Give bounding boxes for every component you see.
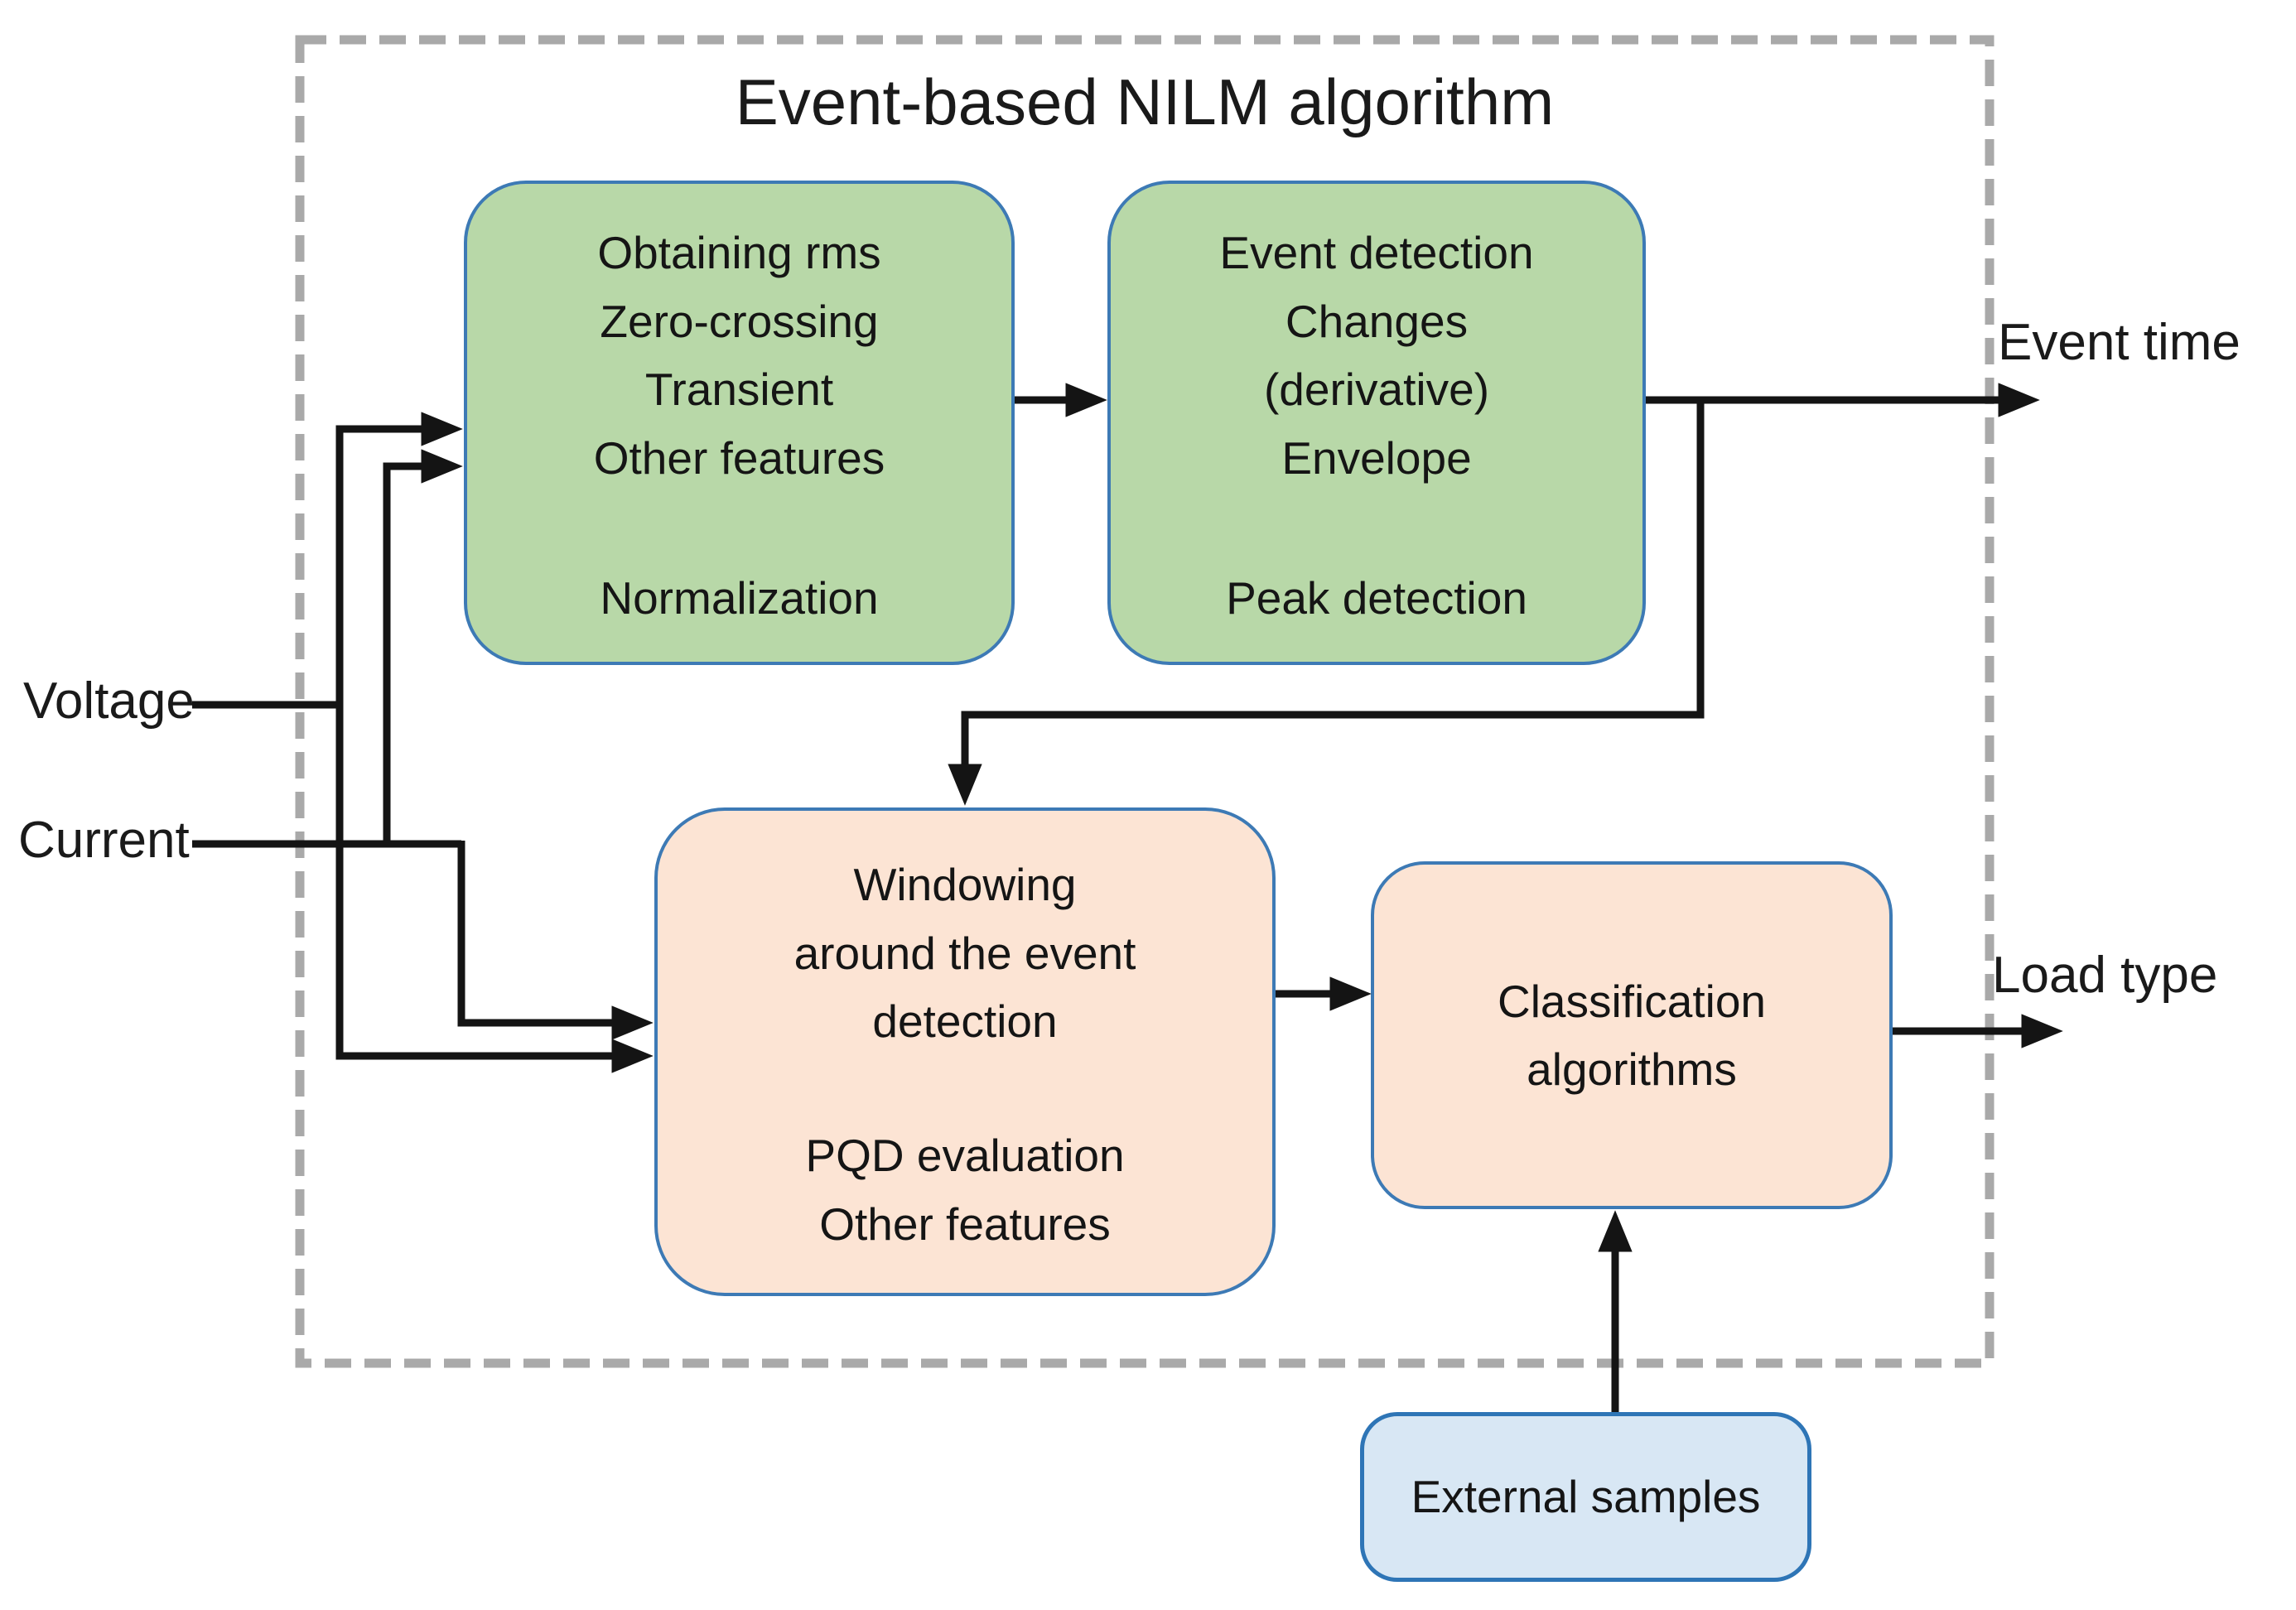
box-text-line: Envelope — [1281, 431, 1472, 484]
current-to-feature-arrow — [383, 449, 463, 844]
external-samples-box: External samples — [1360, 1412, 1811, 1582]
box-text-line: External samples — [1411, 1471, 1761, 1523]
windowing-top-lines: Windowing around the event detection — [666, 851, 1264, 1056]
box-text-line: Transient — [644, 364, 834, 415]
box-text-line: (derivative) — [1263, 364, 1490, 415]
external-samples-lines: External samples — [1372, 1463, 1799, 1531]
box-text-line: Event detection — [1219, 227, 1534, 278]
feature-extraction-bottom-lines: Normalization — [475, 564, 1003, 633]
box-text-line: detection — [872, 995, 1058, 1047]
box-text-line: around the event — [793, 927, 1136, 979]
event-time-output-label: Event time — [1998, 314, 2241, 371]
windowing-box: Windowing around the event detection PQD e… — [654, 807, 1276, 1296]
box-text-line: algorithms — [1527, 1044, 1737, 1095]
event-detection-bottom-lines: Peak detection — [1119, 564, 1634, 633]
box-text-line: Classification — [1497, 975, 1766, 1027]
load-type-output-label: Load type — [1992, 947, 2218, 1004]
box-text-line: PQD evaluation — [805, 1130, 1125, 1181]
voltage-to-windowing-arrow — [335, 701, 654, 1073]
box-text-line: Zero-crossing — [600, 295, 879, 347]
box-text-line: Changes — [1285, 295, 1469, 347]
box-text-line: Obtaining rms — [597, 227, 881, 278]
current-to-windowing-arrow — [457, 841, 654, 1040]
box-text-line: Other features — [593, 431, 885, 484]
voltage-input-label: Voltage — [23, 672, 195, 730]
classification-lines: Classification algorithms — [1382, 967, 1881, 1104]
box-text-line: Windowing — [853, 859, 1077, 910]
classification-box: Classification algorithms — [1371, 861, 1893, 1209]
box-text-line: Peak detection — [1226, 571, 1527, 624]
current-input-label: Current — [18, 812, 190, 869]
box-text-line: Normalization — [600, 571, 879, 624]
voltage-to-feature-arrow — [335, 412, 463, 708]
diagram-title: Event-based NILM algorithm — [735, 65, 1555, 138]
box-text-line: Other features — [819, 1198, 1111, 1250]
